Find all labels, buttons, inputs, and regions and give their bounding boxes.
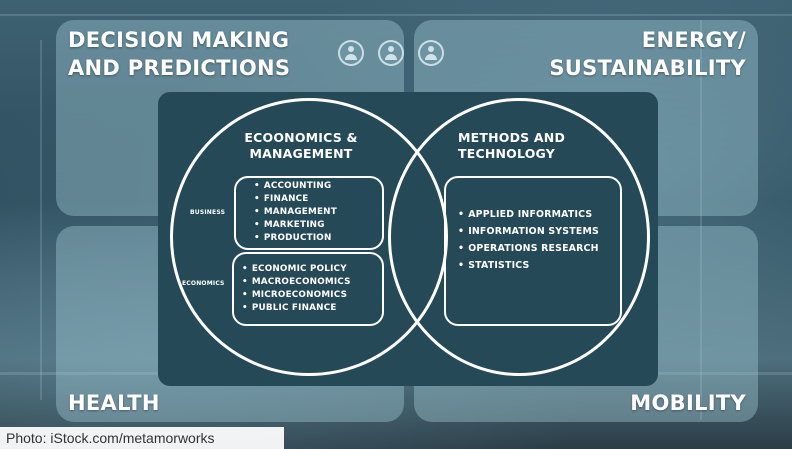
- background-line: [0, 14, 792, 16]
- label-mobility: MOBILITY: [630, 391, 746, 415]
- person-icon: [418, 40, 444, 66]
- list-item: INFORMATION SYSTEMS: [458, 223, 599, 240]
- list-item: MARKETING: [254, 219, 337, 232]
- background-line: [700, 20, 702, 420]
- list-item: PUBLIC FINANCE: [242, 302, 351, 315]
- person-icon: [378, 40, 404, 66]
- venn-panel: ECOONOMICS & MANAGEMENT METHODS AND TECH…: [158, 92, 658, 386]
- list-item: PRODUCTION: [254, 232, 337, 245]
- list-item: FINANCE: [254, 193, 337, 206]
- list-item: STATISTICS: [458, 257, 599, 274]
- background-line: [40, 40, 42, 400]
- list-item: ACCOUNTING: [254, 180, 337, 193]
- label-energy-sustainability: ENERGY/ SUSTAINABILITY: [549, 28, 746, 80]
- methods-list: APPLIED INFORMATICS INFORMATION SYSTEMS …: [458, 206, 599, 274]
- methods-box: [444, 176, 622, 326]
- list-item: ECONOMIC POLICY: [242, 263, 351, 276]
- business-box: [234, 176, 384, 250]
- list-item: MANAGEMENT: [254, 206, 337, 219]
- group-label-business: BUSINESS: [190, 209, 226, 216]
- person-icon: [338, 40, 364, 66]
- label-decision-making: DECISION MAKING AND PREDICTIONS: [68, 28, 291, 80]
- left-circle-heading: ECOONOMICS & MANAGEMENT: [244, 130, 358, 161]
- photo-credit: Photo: iStock.com/metamorworks: [0, 427, 284, 449]
- economics-box: [232, 252, 384, 326]
- right-circle: [388, 98, 650, 376]
- list-item: OPERATIONS RESEARCH: [458, 240, 599, 257]
- economics-list: ECONOMIC POLICY MACROECONOMICS MICROECON…: [242, 263, 351, 315]
- label-health: HEALTH: [68, 391, 160, 415]
- business-list: ACCOUNTING FINANCE MANAGEMENT MARKETING …: [254, 180, 337, 245]
- right-circle-heading: METHODS AND TECHNOLOGY: [458, 130, 566, 161]
- list-item: APPLIED INFORMATICS: [458, 206, 599, 223]
- group-label-economics: ECONOMICS: [182, 280, 225, 287]
- list-item: MICROECONOMICS: [242, 289, 351, 302]
- list-item: MACROECONOMICS: [242, 276, 351, 289]
